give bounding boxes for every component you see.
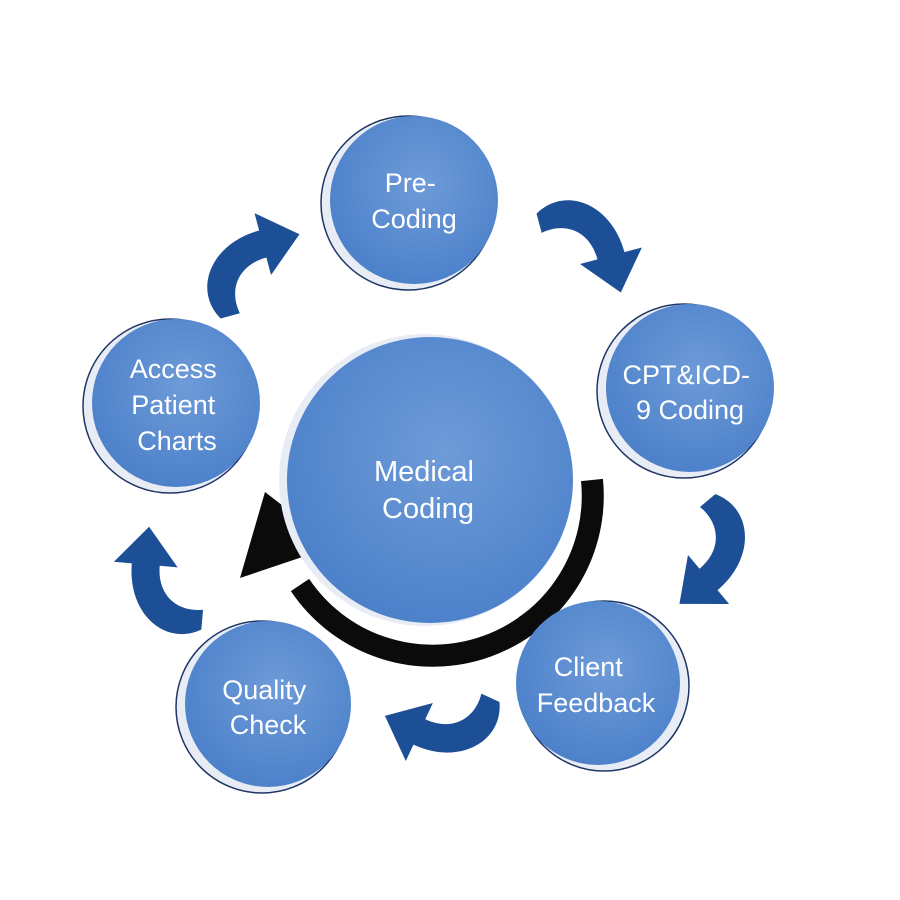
return-arrow-icon (290, 478, 604, 667)
step-label: Access Patient Charts (130, 354, 225, 456)
step-label-line: Coding (371, 204, 457, 234)
step-node-quality-check: Quality Check (175, 620, 351, 794)
step-node-pre-coding: Pre- Coding (320, 115, 498, 291)
step-label-line: Check (230, 710, 307, 740)
curved-arrow-icon (679, 494, 745, 604)
step-label: Client Feedback (537, 652, 656, 718)
step-label-line: Access (130, 354, 217, 384)
step-node-access-patient-charts: Access Patient Charts (82, 318, 260, 494)
step-label-line: Feedback (537, 688, 656, 718)
center-label: Medical Coding (374, 456, 482, 525)
center-label-line: Medical (374, 456, 474, 488)
step-label-line: Charts (137, 426, 217, 456)
step-node-client-feedback: Client Feedback (516, 600, 690, 772)
step-nodes: Pre- Coding CPT&ICD- 9 Coding Client Fee… (82, 115, 774, 794)
center-circle (287, 337, 573, 623)
step-label: CPT&ICD- 9 Coding (622, 360, 757, 425)
curved-arrow-icon (384, 693, 500, 761)
step-label-line: Quality (222, 675, 307, 705)
center-node: Medical Coding (240, 334, 604, 667)
step-label-line: Client (554, 652, 624, 682)
curved-arrow-icon (536, 200, 642, 293)
step-label: Quality Check (222, 675, 314, 740)
step-label: Pre- Coding (371, 168, 457, 234)
curved-arrow-icon (207, 213, 300, 319)
step-label-line: Pre- (385, 168, 436, 198)
step-label-line: 9 Coding (636, 395, 744, 425)
step-label-line: CPT&ICD- (622, 360, 750, 390)
cycle-arrows (113, 200, 745, 761)
step-label-line: Patient (131, 390, 216, 420)
center-label-line: Coding (382, 493, 474, 525)
step-node-cpt-icd-9-coding: CPT&ICD- 9 Coding (596, 303, 774, 479)
return-arrow-head (240, 492, 335, 578)
curved-arrow-icon (113, 526, 204, 635)
